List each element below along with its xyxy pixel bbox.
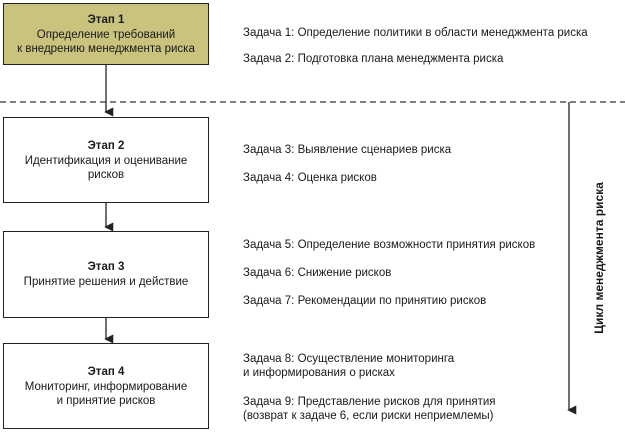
stage-4-box: Этап 4 Мониторинг, информирование и прин…: [3, 343, 209, 429]
stage-1-box: Этап 1 Определение требований к внедрени…: [3, 3, 209, 65]
task-4: Задача 4: Оценка рисков: [243, 171, 377, 185]
task-4-line-1: Задача 4: Оценка рисков: [243, 172, 377, 184]
stage-4-line-2: и принятие рисков: [56, 394, 156, 407]
task-1-line-1: Задача 1: Определение политики в области…: [243, 27, 588, 39]
stage-1-title: Этап 1: [87, 13, 125, 26]
task-3: Задача 3: Выявление сценариев риска: [243, 143, 451, 157]
stage-1-line-2: к внедрению менеджмента риска: [17, 42, 195, 55]
task-9-line-1: Задача 9: Представление рисков для приня…: [243, 396, 496, 408]
task-2: Задача 2: Подготовка плана менеджмента р…: [243, 52, 503, 66]
task-9: Задача 9: Представление рисков для приня…: [243, 395, 496, 423]
task-1: Задача 1: Определение политики в области…: [243, 26, 588, 40]
stage-3-title: Этап 3: [87, 261, 125, 273]
stage-3-line-1: Принятие решения и действие: [23, 276, 189, 288]
task-5: Задача 5: Определение возможности принят…: [243, 238, 535, 252]
stage-3-box: Этап 3 Принятие решения и действие: [3, 231, 209, 318]
task-8-line-2: и информирования о рисках: [243, 367, 395, 379]
stage-2-title: Этап 2: [87, 139, 125, 152]
stage-4-title: Этап 4: [87, 365, 125, 378]
stage-1-line-1: Определение требований: [36, 28, 176, 41]
stage-2-line-1: Идентификация и оценивание: [24, 154, 188, 167]
cycle-label: Цикл менеджмента риска: [592, 182, 606, 334]
task-7: Задача 7: Рекомендации по принятию риско…: [243, 294, 486, 308]
task-3-line-1: Задача 3: Выявление сценариев риска: [243, 144, 452, 156]
task-2-line-1: Задача 2: Подготовка плана менеджмента р…: [243, 53, 504, 65]
task-9-line-2: (возврат к задаче 6, если риски неприемл…: [243, 410, 494, 422]
stage-4-line-1: Мониторинг, информирование: [24, 380, 188, 393]
task-7-line-1: Задача 7: Рекомендации по принятию риско…: [243, 295, 487, 307]
stage-2-line-2: рисков: [87, 168, 125, 181]
task-5-line-1: Задача 5: Определение возможности принят…: [243, 239, 536, 251]
stage-2-box: Этап 2 Идентификация и оценивание рисков: [3, 117, 209, 203]
task-8-line-1: Задача 8: Осуществление мониторинга: [243, 353, 455, 365]
task-8: Задача 8: Осуществление мониторинга и ин…: [243, 352, 454, 380]
task-6: Задача 6: Снижение рисков: [243, 266, 391, 280]
task-6-line-1: Задача 6: Снижение рисков: [243, 267, 392, 279]
